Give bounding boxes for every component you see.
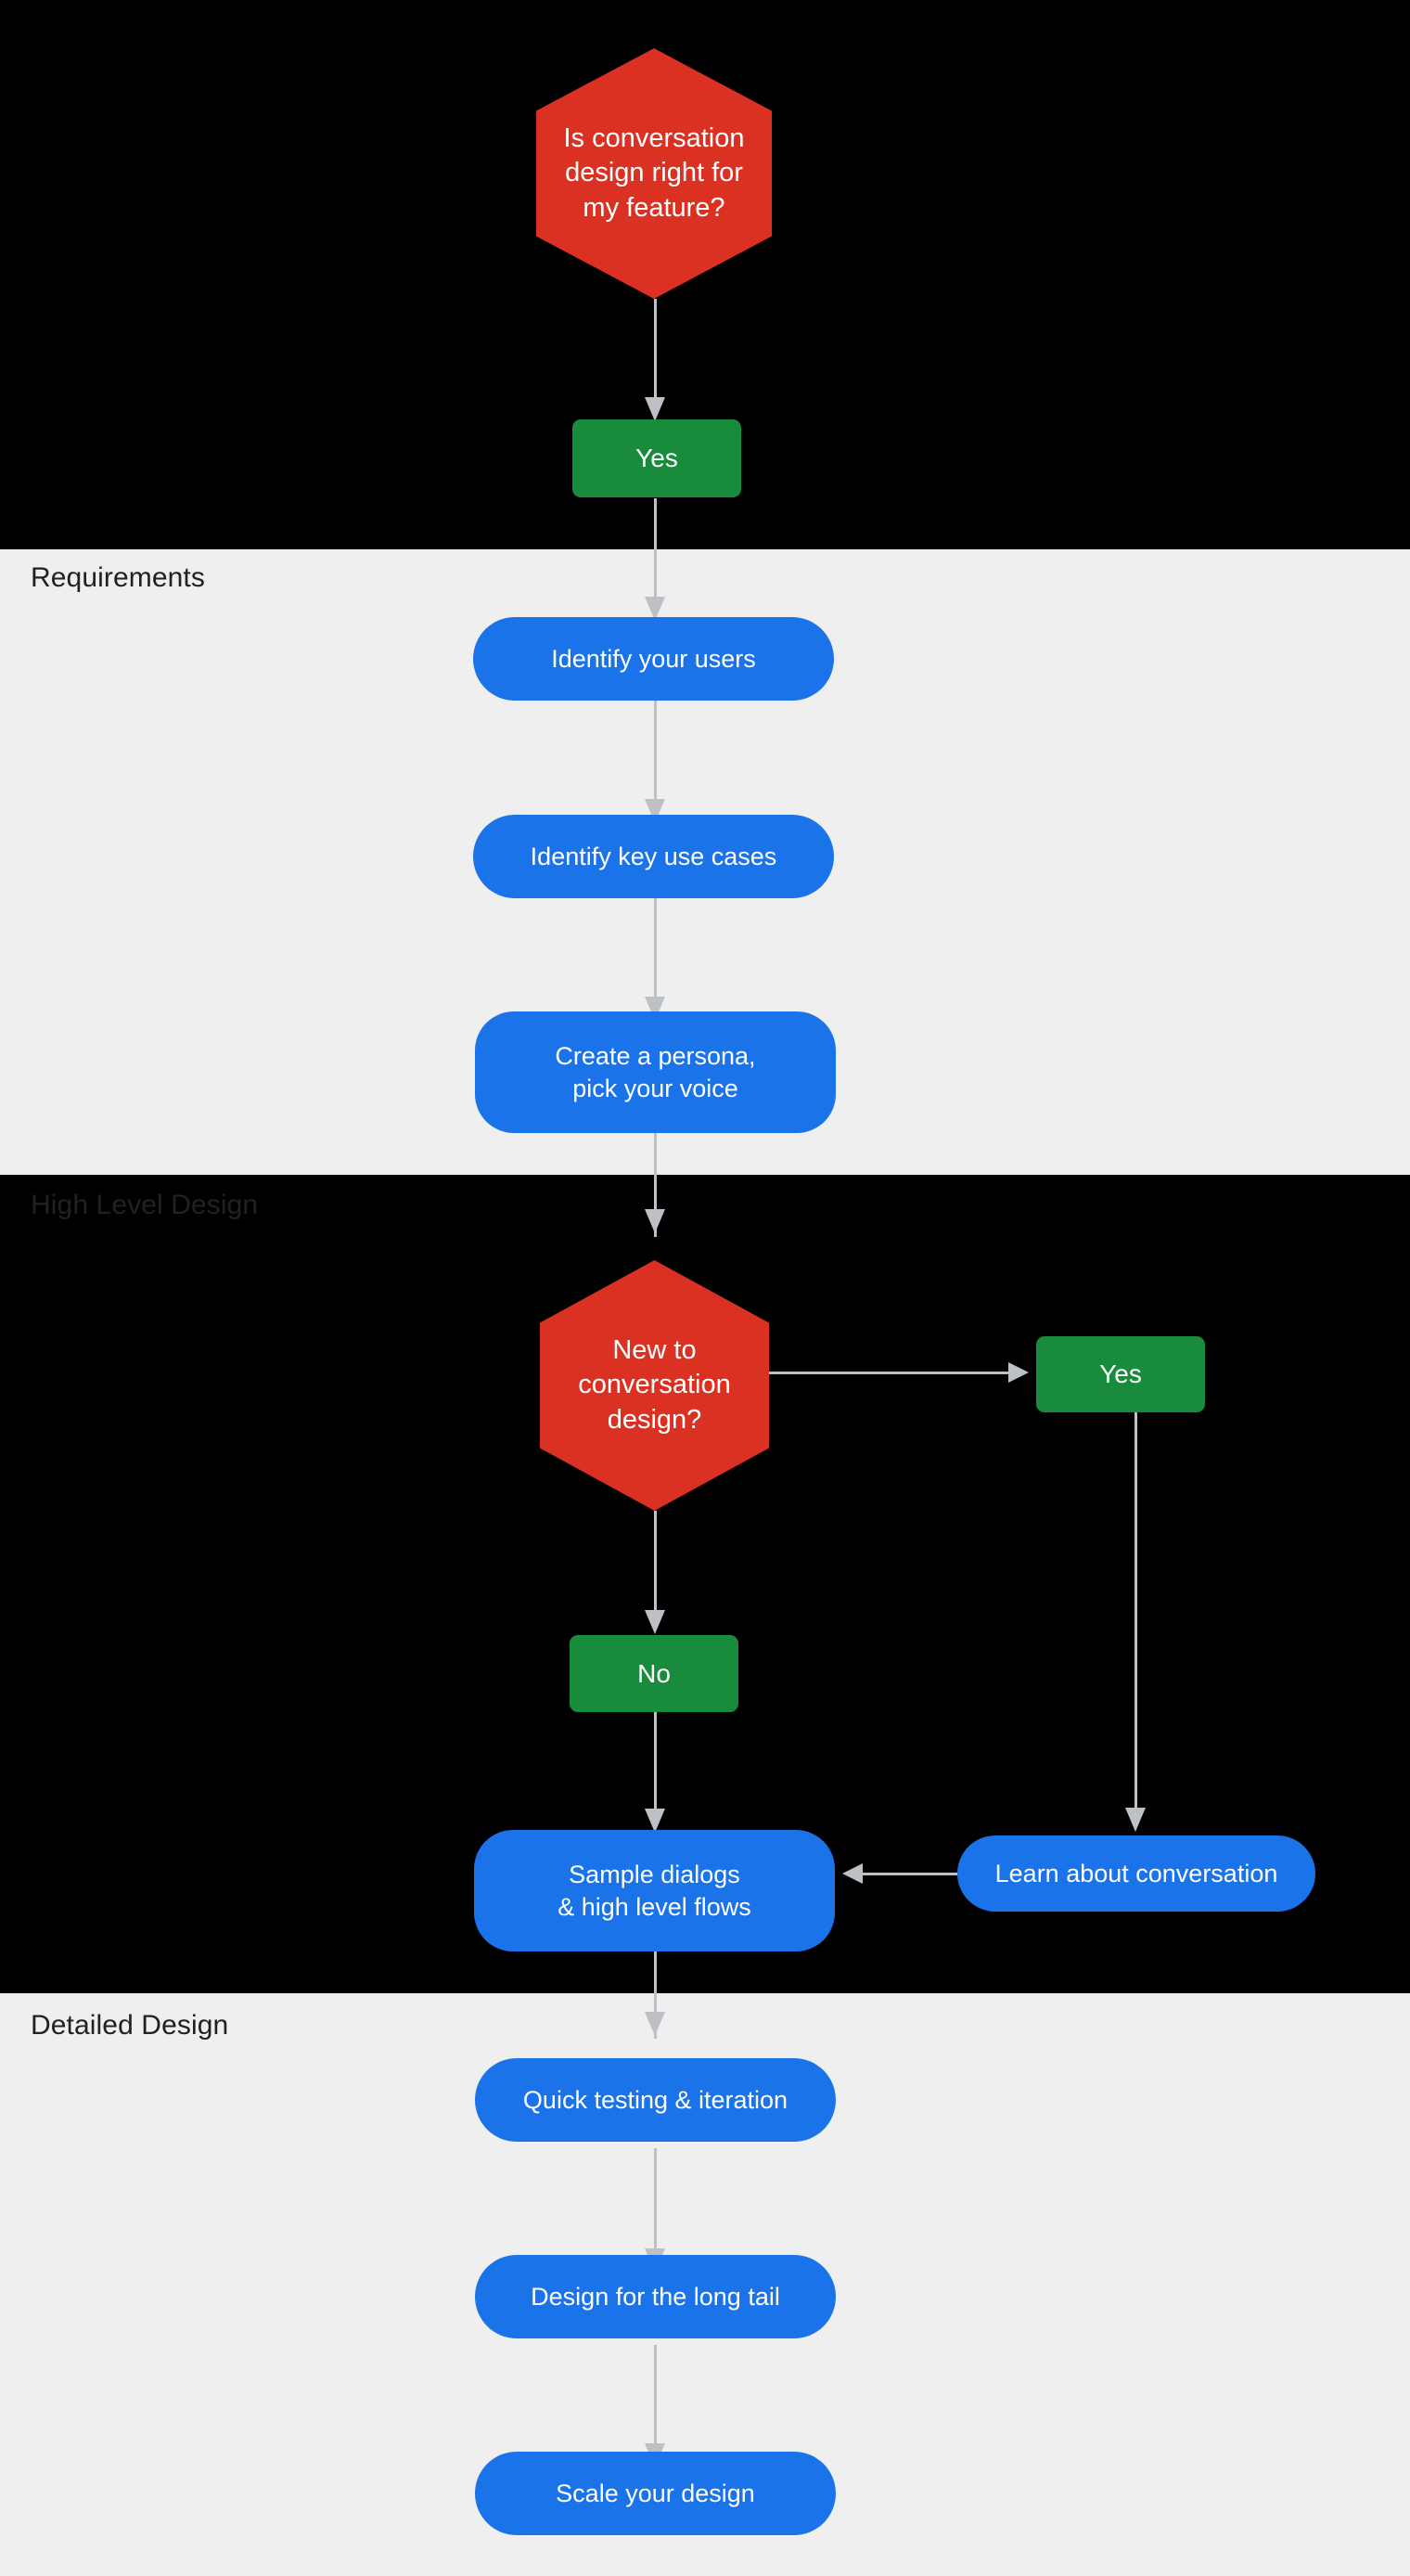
decision2-line-2: conversation	[578, 1370, 731, 1400]
decision-line-1: Is conversation	[563, 123, 745, 154]
edge-arrow-yes2-learn	[1125, 1808, 1146, 1832]
step-node-design-long-tail-label: Design for the long tail	[531, 2282, 780, 2311]
section-label-requirements: Requirements	[31, 562, 205, 593]
edge-line-decision2-yes2	[769, 1372, 1008, 1374]
section-label-detailed: Detailed Design	[31, 2010, 229, 2041]
edge-arrow-learn-sample	[842, 1863, 863, 1884]
step-node-sample-dialogs-label: Sample dialogs & high level flows	[558, 1859, 751, 1923]
edge-line-decision1-yes1	[654, 299, 657, 401]
edge-arrow-decision1-yes1	[645, 397, 665, 421]
sample-line-2: & high level flows	[558, 1892, 751, 1921]
answer-node-yes-1[interactable]: Yes	[572, 419, 741, 497]
decision2-line-1: New to	[612, 1335, 697, 1366]
edge-arrow-no-sample	[645, 1809, 665, 1833]
edge-line-learn-sample	[863, 1873, 957, 1875]
step-node-create-persona-label: Create a persona, pick your voice	[555, 1040, 755, 1104]
step-node-scale-design[interactable]: Scale your design	[475, 2452, 836, 2535]
edge-line-yes1-users	[654, 498, 657, 600]
answer-node-no-label: No	[637, 1658, 671, 1688]
step-node-sample-dialogs[interactable]: Sample dialogs & high level flows	[474, 1830, 835, 1951]
persona-line-1: Create a persona,	[555, 1041, 756, 1070]
decision-node-2-label: New to conversation design?	[556, 1333, 752, 1436]
hexagon-shape-2	[540, 1260, 769, 1511]
step-node-create-persona[interactable]: Create a persona, pick your voice	[475, 1011, 836, 1133]
sample-line-1: Sample dialogs	[569, 1860, 740, 1888]
step-node-quick-testing[interactable]: Quick testing & iteration	[475, 2058, 836, 2142]
decision-node-new-to-conversation-design[interactable]: New to conversation design?	[540, 1260, 769, 1511]
edge-arrow-yes1-users	[645, 597, 665, 621]
edge-line-quicktest-longtail	[654, 2148, 657, 2252]
edge-arrow-decision2-yes2	[1008, 1362, 1029, 1383]
decision-line-3: my feature?	[583, 192, 725, 223]
edge-line-persona-decision2	[654, 1133, 657, 1237]
decision-line-2: design right for	[565, 158, 743, 188]
edge-arrow-decision2-no	[645, 1610, 665, 1634]
edge-line-decision2-no	[654, 1511, 657, 1620]
decision-node-label: Is conversation design right for my feat…	[541, 122, 766, 225]
step-node-learn-label: Learn about conversation	[994, 1859, 1278, 1887]
step-node-identify-users-label: Identify your users	[551, 644, 756, 673]
edge-arrow-persona-decision2	[645, 1209, 665, 1233]
step-node-identify-use-cases[interactable]: Identify key use cases	[473, 815, 834, 898]
edge-line-yes2-learn	[1134, 1412, 1137, 1811]
edge-arrow-sample-quicktest	[645, 2012, 665, 2036]
edge-line-usecases-persona	[654, 898, 657, 1000]
step-node-identify-use-cases-label: Identify key use cases	[530, 842, 777, 870]
step-node-learn-about-conversation[interactable]: Learn about conversation	[957, 1835, 1315, 1912]
edge-line-users-usecases	[654, 701, 657, 803]
step-node-identify-users[interactable]: Identify your users	[473, 617, 834, 701]
edge-line-longtail-scale	[654, 2345, 657, 2449]
section-label-high-level: High Level Design	[31, 1190, 259, 1220]
answer-node-yes-2-label: Yes	[1099, 1359, 1142, 1389]
answer-node-no[interactable]: No	[570, 1635, 738, 1712]
decision-node-conversation-design-right[interactable]: Is conversation design right for my feat…	[536, 48, 772, 299]
step-node-design-long-tail[interactable]: Design for the long tail	[475, 2255, 836, 2338]
step-node-scale-design-label: Scale your design	[556, 2479, 755, 2507]
edge-line-sample-quicktest	[654, 1935, 657, 2039]
answer-node-yes-2[interactable]: Yes	[1036, 1336, 1205, 1412]
edge-line-no-sample	[654, 1712, 657, 1812]
decision2-line-3: design?	[607, 1404, 702, 1435]
step-node-quick-testing-label: Quick testing & iteration	[522, 2085, 788, 2114]
persona-line-2: pick your voice	[572, 1074, 738, 1102]
answer-node-yes-1-label: Yes	[635, 444, 678, 473]
